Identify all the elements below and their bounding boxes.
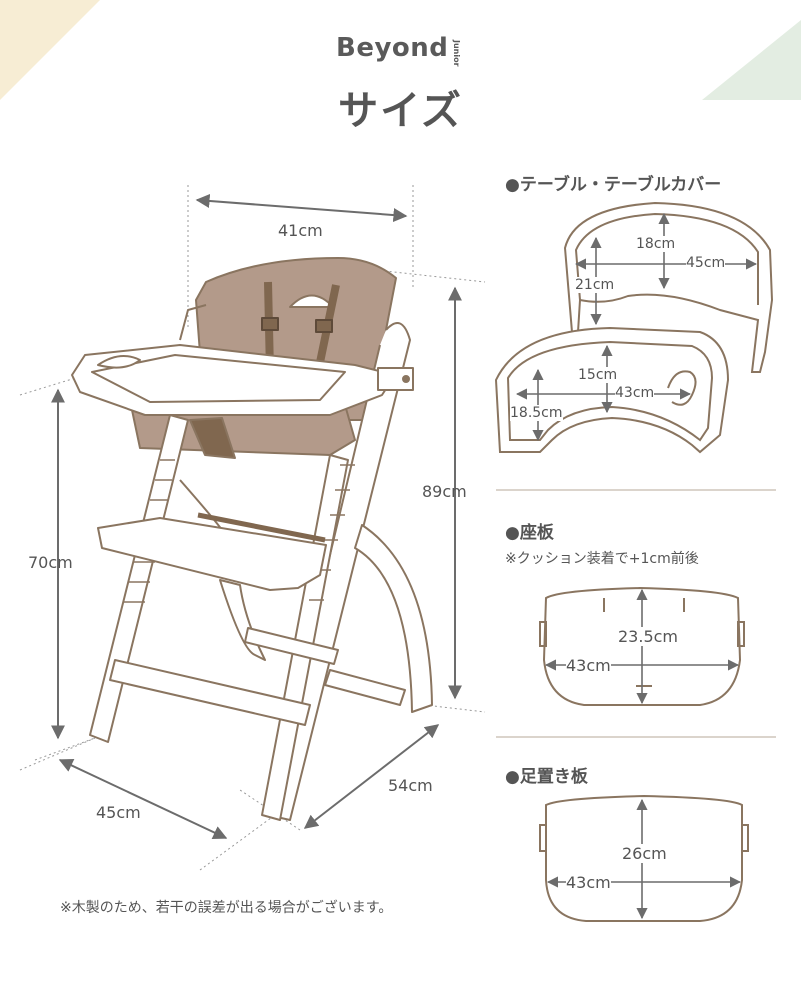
- seat-board: [97, 517, 327, 591]
- high-chair-illustration: [19, 185, 486, 871]
- footrest-tab-left: [539, 824, 547, 852]
- page-title: サイズ: [338, 88, 463, 134]
- table-inner: [506, 340, 714, 442]
- tray-knob: [402, 375, 410, 383]
- back-post-left: [179, 304, 207, 341]
- guide-line: [424, 704, 486, 713]
- chair-width-label: 41cm: [278, 221, 323, 240]
- guide-line: [19, 737, 96, 771]
- footrest-depth-label: 26cm: [622, 844, 667, 863]
- table-section-heading: ●テーブル・テーブルカバー: [505, 175, 722, 195]
- seat-depth-label: 23.5cm: [618, 627, 679, 646]
- tray-mount: [377, 367, 414, 391]
- seat-board-tab-left: [539, 621, 547, 647]
- footrest-width-label: 43cm: [566, 873, 611, 892]
- table-depth-18-label: 18cm: [636, 236, 676, 252]
- table-width-43-label: 43cm: [615, 385, 655, 401]
- seat-rail: [197, 512, 326, 543]
- chair-dimension-arrows: [51, 193, 462, 839]
- lower-rung: [109, 659, 311, 726]
- guide-line: [34, 737, 96, 761]
- footrest-board: [244, 627, 339, 665]
- brand-sub-logo: Junior: [452, 40, 461, 67]
- table-depth-21-label: 21cm: [575, 277, 615, 293]
- base-width-label: 45cm: [96, 803, 141, 822]
- guide-line: [199, 814, 276, 871]
- seat-section-heading: ●座板: [505, 523, 554, 543]
- arch-left: [219, 579, 266, 661]
- chair-depth-label: 54cm: [388, 776, 433, 795]
- table-depth-15-label: 15cm: [578, 367, 618, 383]
- seat-cushion-note: ※クッション装着で+1cm前後: [505, 551, 699, 567]
- seat-board-tab-right: [737, 621, 745, 647]
- depth-54-arrow: [303, 724, 440, 829]
- seat-width-label: 43cm: [566, 656, 611, 675]
- table-cup-holder: [667, 370, 697, 406]
- chair-height-label: 89cm: [422, 482, 467, 501]
- table-depth-18-5-label: 18.5cm: [510, 405, 563, 421]
- tray-inner: [91, 354, 346, 403]
- arch-right: [354, 524, 433, 713]
- strap-buckle-left: [261, 317, 279, 331]
- seat-height-label: 70cm: [28, 553, 73, 572]
- width-45-arrow: [58, 759, 228, 839]
- tray-cup-holder: [97, 355, 141, 369]
- height-notches-right: [309, 464, 355, 601]
- width-41-arrow: [195, 193, 408, 223]
- table-width-45-label: 45cm: [686, 255, 726, 271]
- brand-logo: Beyond: [336, 33, 449, 63]
- footrest-tab-right: [741, 824, 749, 852]
- table-cover-inner: [574, 212, 759, 305]
- footrest-section-heading: ●足置き板: [505, 767, 588, 787]
- strap-buckle-right: [315, 319, 333, 333]
- wood-tolerance-footnote: ※木製のため、若干の誤差が出る場合がございます。: [60, 900, 393, 916]
- back-rung: [324, 669, 406, 706]
- crotch-strap: [189, 417, 236, 459]
